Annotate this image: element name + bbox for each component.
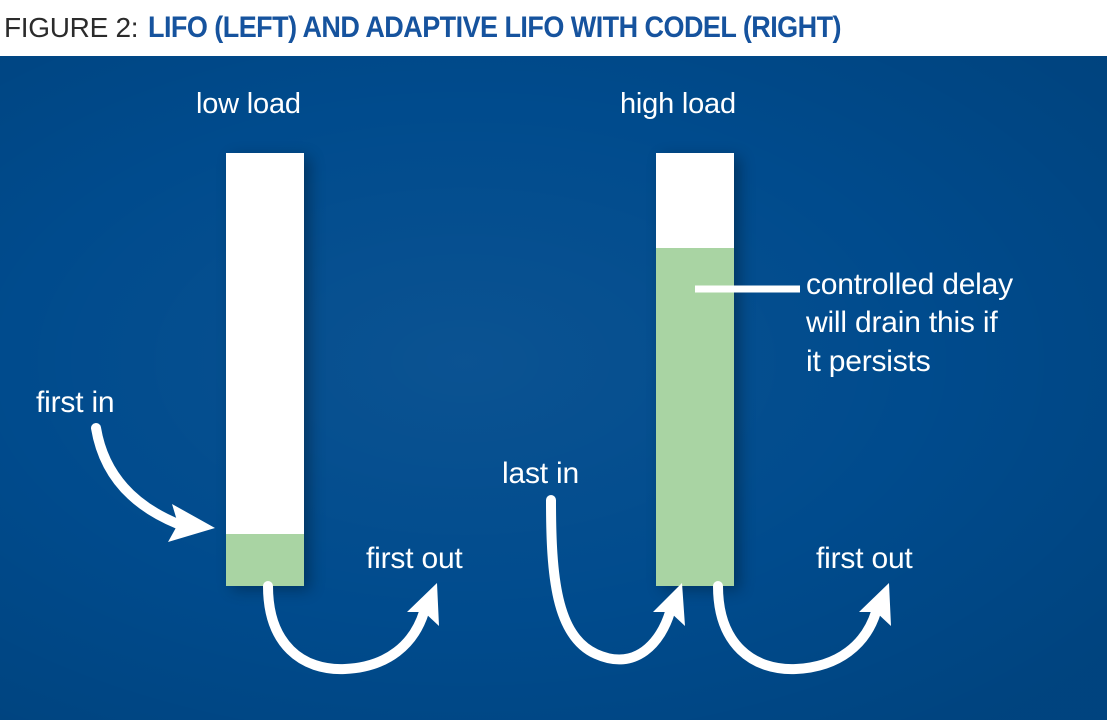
- arrow-overlay: [91, 285, 891, 675]
- low-load-heading: low load: [196, 88, 301, 120]
- codel-note-line-2: will drain this if: [806, 306, 998, 340]
- codel-note-label: controlled delay will drain this if it p…: [806, 266, 1096, 381]
- figure-caption: LIFO (LEFT) AND ADAPTIVE LIFO WITH CODEL…: [148, 11, 842, 44]
- first-in-arrow-icon: [91, 423, 215, 542]
- lifo-queue-bar-low-load: [226, 153, 304, 586]
- lifo-queue-fill: [226, 534, 304, 586]
- first-out-label-high-load: first out: [816, 542, 913, 575]
- first-in-label: first in: [36, 386, 115, 419]
- figure-title-bar: FIGURE 2: LIFO (LEFT) AND ADAPTIVE LIFO …: [0, 0, 1107, 56]
- codel-note-line-3: it persists: [806, 344, 931, 378]
- first-out-arrow-icon-low-load: [263, 581, 439, 675]
- last-in-label: last in: [502, 457, 579, 490]
- first-out-label-low-load: first out: [366, 542, 463, 575]
- illustration-panel: low load high load first in first out la…: [0, 56, 1107, 720]
- high-load-heading: high load: [620, 88, 736, 120]
- first-out-arrow-icon-high-load: [713, 581, 891, 675]
- adaptive-lifo-queue-bar-high-load: [656, 153, 734, 586]
- codel-note-line-1: controlled delay: [806, 268, 1013, 301]
- adaptive-lifo-queue-fill: [656, 248, 734, 586]
- figure-number-label: FIGURE 2:: [4, 12, 139, 43]
